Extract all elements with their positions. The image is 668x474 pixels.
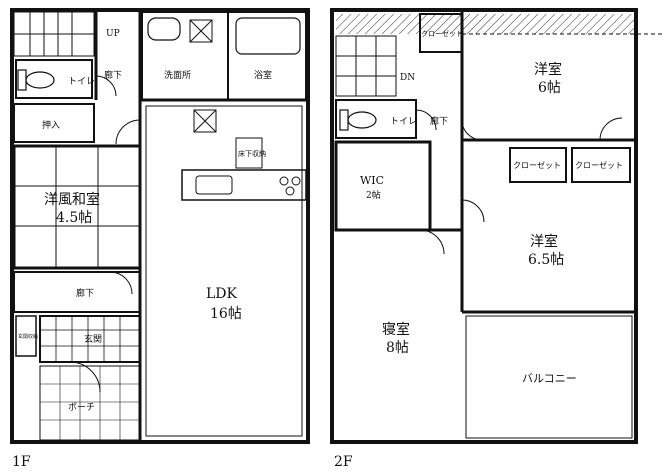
label-ldk-size: 16帖 [210, 306, 242, 322]
label-western-65-size: 6.5帖 [528, 252, 564, 268]
floor-2f [330, 8, 664, 444]
label-bedroom-size: 8帖 [386, 340, 409, 356]
label-closet-b: クローゼット [575, 160, 623, 170]
label-bath: 浴室 [254, 69, 272, 81]
label-ldk: LDK [206, 286, 238, 302]
label-closet-top-2f: クローゼット [421, 29, 463, 38]
label-wic-size: 2帖 [366, 189, 381, 201]
label-porch: ポーチ [68, 402, 95, 413]
label-japanese-size: 4.5帖 [56, 210, 92, 226]
stairs-2f [335, 35, 397, 97]
label-western-6: 洋室 [534, 61, 562, 78]
toilet-icon [25, 71, 55, 89]
label-wic: WIC [360, 174, 384, 187]
stairs-1f [13, 11, 95, 57]
label-washroom: 洗面所 [164, 69, 191, 81]
label-western-6-size: 6帖 [538, 80, 561, 96]
bathtub-icon [235, 17, 301, 55]
floor-1f [10, 8, 310, 444]
washbasin-icon [147, 17, 181, 41]
label-entrance: 玄関 [84, 333, 102, 345]
label-hall-upper-1f: 廊下 [104, 69, 122, 81]
label-dn: DN [400, 73, 415, 83]
label-toilet-1f: トイレ [68, 77, 95, 87]
label-shoe-storage: 玄関収納 [18, 333, 38, 340]
label-balcony: バルコニー [522, 372, 577, 385]
floor-label-2f: 2F [334, 454, 353, 470]
label-hall-lower-1f: 廊下 [76, 287, 94, 299]
label-hall-2f: 廊下 [430, 115, 448, 127]
floor-label-1f: 1F [12, 454, 31, 470]
label-closet-1f: 押入 [42, 119, 60, 131]
label-toilet-2f: トイレ [390, 117, 417, 127]
label-japanese-room: 洋風和室 [44, 191, 100, 208]
label-up: UP [106, 29, 120, 39]
label-western-65: 洋室 [530, 233, 558, 250]
label-underfloor: 床下収納 [238, 149, 266, 158]
label-bedroom: 寝室 [382, 321, 410, 338]
label-closet-a: クローゼット [513, 160, 561, 170]
